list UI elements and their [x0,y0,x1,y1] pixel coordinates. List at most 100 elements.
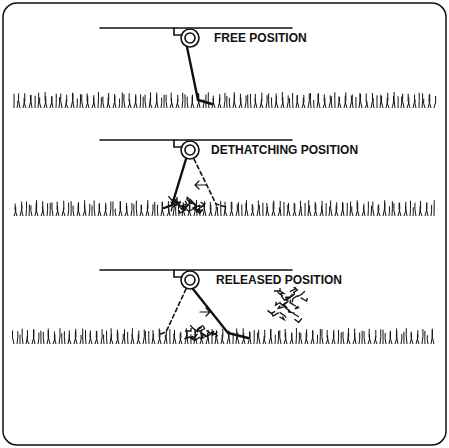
grass-blade [203,99,204,108]
grass-blade [12,330,14,344]
grass-blade [301,333,302,344]
position-label: DETHATCHING POSITION [210,143,359,157]
grass-blade [357,200,359,216]
grass-blade [230,202,232,216]
grass-blade [224,93,225,108]
grass-blade [94,95,95,108]
grass-blade [152,204,153,216]
grass-blade [362,331,363,344]
grass-blade [32,329,34,344]
grass-blade [273,202,275,216]
grass-blade [238,202,240,216]
thatch [297,291,305,296]
grass-blade [222,334,224,344]
grass-blade [195,331,197,344]
grass-blade [255,94,257,108]
grass-blade [246,200,248,216]
grass-blade [377,95,378,108]
grass-blade [313,331,314,344]
grass-blade [266,95,267,108]
thatch [213,332,218,336]
thatch [289,309,295,313]
grass-blade [119,99,121,108]
grass-blade [110,201,112,216]
grass-blade [271,329,272,344]
grass-blade [146,200,148,216]
motion-arrow [195,181,206,189]
grass-blade [344,92,346,108]
grass-blade [143,97,144,108]
coil-spring [181,271,199,289]
grass-blade [355,97,356,108]
grass-blade [171,93,173,108]
grass-blade [309,206,311,216]
grass-blade [159,329,161,344]
grass-blade [137,331,139,344]
grass-blade [373,201,374,216]
grass-blade [371,206,373,216]
grass-blade [373,98,375,108]
grass-blade [213,96,215,108]
grass-blade [229,331,230,344]
grass-blade [166,331,168,344]
frame-bar [100,139,292,141]
grass-blade [176,95,178,108]
grass-blade [424,331,425,344]
coil-spring [185,145,195,155]
grass-blade [401,334,403,344]
grass-blade [54,331,56,344]
grass-blade [257,201,259,216]
grass-blade [31,95,32,108]
grass-blade [431,205,433,216]
grass-blade [59,97,61,108]
grass-blade [36,203,38,216]
grass-blade [150,98,152,108]
grass-blade [289,98,291,108]
thatch [200,336,205,339]
grass-blade [294,203,296,216]
grass-blade [360,94,362,108]
grass-blade [77,98,78,108]
grass-blade [71,201,72,216]
grass-blade [350,96,352,108]
grass-blade [106,331,107,344]
grass-blade [208,92,210,108]
grass-blade [278,331,280,344]
grass-blade [283,202,284,216]
grass-blade [386,93,388,108]
bracket [174,270,182,277]
grass-blade [402,94,404,108]
grass-blade [105,205,107,216]
grass-blade [22,329,24,344]
grass-blade [241,205,242,216]
grass-blade [141,205,143,216]
grass-blade [426,203,428,216]
grass-blade [398,96,399,108]
grass-blade [82,329,83,344]
thatch [293,314,298,318]
grass-blade [233,333,234,344]
grass-blade [198,93,200,108]
grass-blade [111,334,113,344]
grass-blade [236,204,237,216]
grass-blade [134,94,136,108]
grass-blade [288,203,290,216]
grass-blade [26,201,28,216]
grass-blade [61,93,62,108]
grass-blade [375,336,377,344]
grass-blade [259,205,261,216]
grass-blade [59,328,60,344]
grass-blade [96,331,98,344]
thatch [213,332,218,335]
grass-blade [43,332,45,344]
grass-blade [135,96,137,108]
grass-blade [252,204,254,216]
grass-blade [145,331,147,344]
grass-blade [174,330,176,344]
grass-blade [156,93,158,108]
grass-blade [196,200,197,216]
grass-blade [287,95,288,108]
grass-blade [226,96,227,108]
thatch [280,312,286,317]
grass-blade [368,201,369,216]
